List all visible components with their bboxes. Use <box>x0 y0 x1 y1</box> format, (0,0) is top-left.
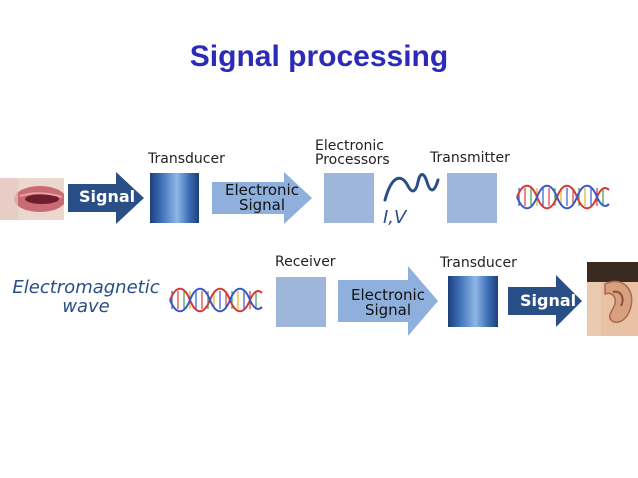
signal-arrow-label-2: Signal <box>520 291 577 310</box>
electronic-signal-line2: Signal <box>238 196 286 214</box>
electronic-signal-line1: Electronic <box>225 181 299 199</box>
transducer-label-2: Transducer <box>440 255 517 271</box>
iv-label: I,V <box>383 207 407 228</box>
transducer-block-2 <box>448 276 498 327</box>
transmitter-block <box>447 173 497 223</box>
processors-line1: Electronic <box>315 138 385 154</box>
mouth-image <box>0 178 64 220</box>
electronic-signal-label-2: Electronic Signal <box>338 288 438 318</box>
electronic-signal-label: Electronic Signal <box>212 183 312 213</box>
electronic-signal-arrow-2 <box>338 266 438 336</box>
processors-block <box>324 173 374 223</box>
receiver-label: Receiver <box>275 254 336 270</box>
signal-arrow-label: Signal <box>79 187 136 206</box>
ear-image <box>587 262 638 336</box>
receiver-block <box>276 277 326 327</box>
signal-arrow <box>68 172 144 224</box>
electronic-signal-line2: Signal <box>364 301 412 319</box>
em-wave-line2: wave <box>62 296 110 317</box>
transducer-label: Transducer <box>148 151 225 167</box>
processors-line2: Processors <box>315 152 390 168</box>
dna-wave-icon <box>516 184 610 210</box>
processors-label: Electronic Processors <box>315 139 390 167</box>
electronic-signal-line1: Electronic <box>351 286 425 304</box>
transducer-block <box>150 173 199 223</box>
signal-arrow-2 <box>508 275 582 327</box>
dna-wave-icon <box>169 287 263 313</box>
signal-waveform-icon <box>383 173 440 202</box>
transmitter-label: Transmitter <box>430 150 510 166</box>
page-title: Signal processing <box>189 40 449 73</box>
em-wave-label: Electromagnetic wave <box>10 278 162 316</box>
em-wave-line1: Electromagnetic <box>12 277 160 298</box>
electronic-signal-arrow <box>212 172 312 224</box>
